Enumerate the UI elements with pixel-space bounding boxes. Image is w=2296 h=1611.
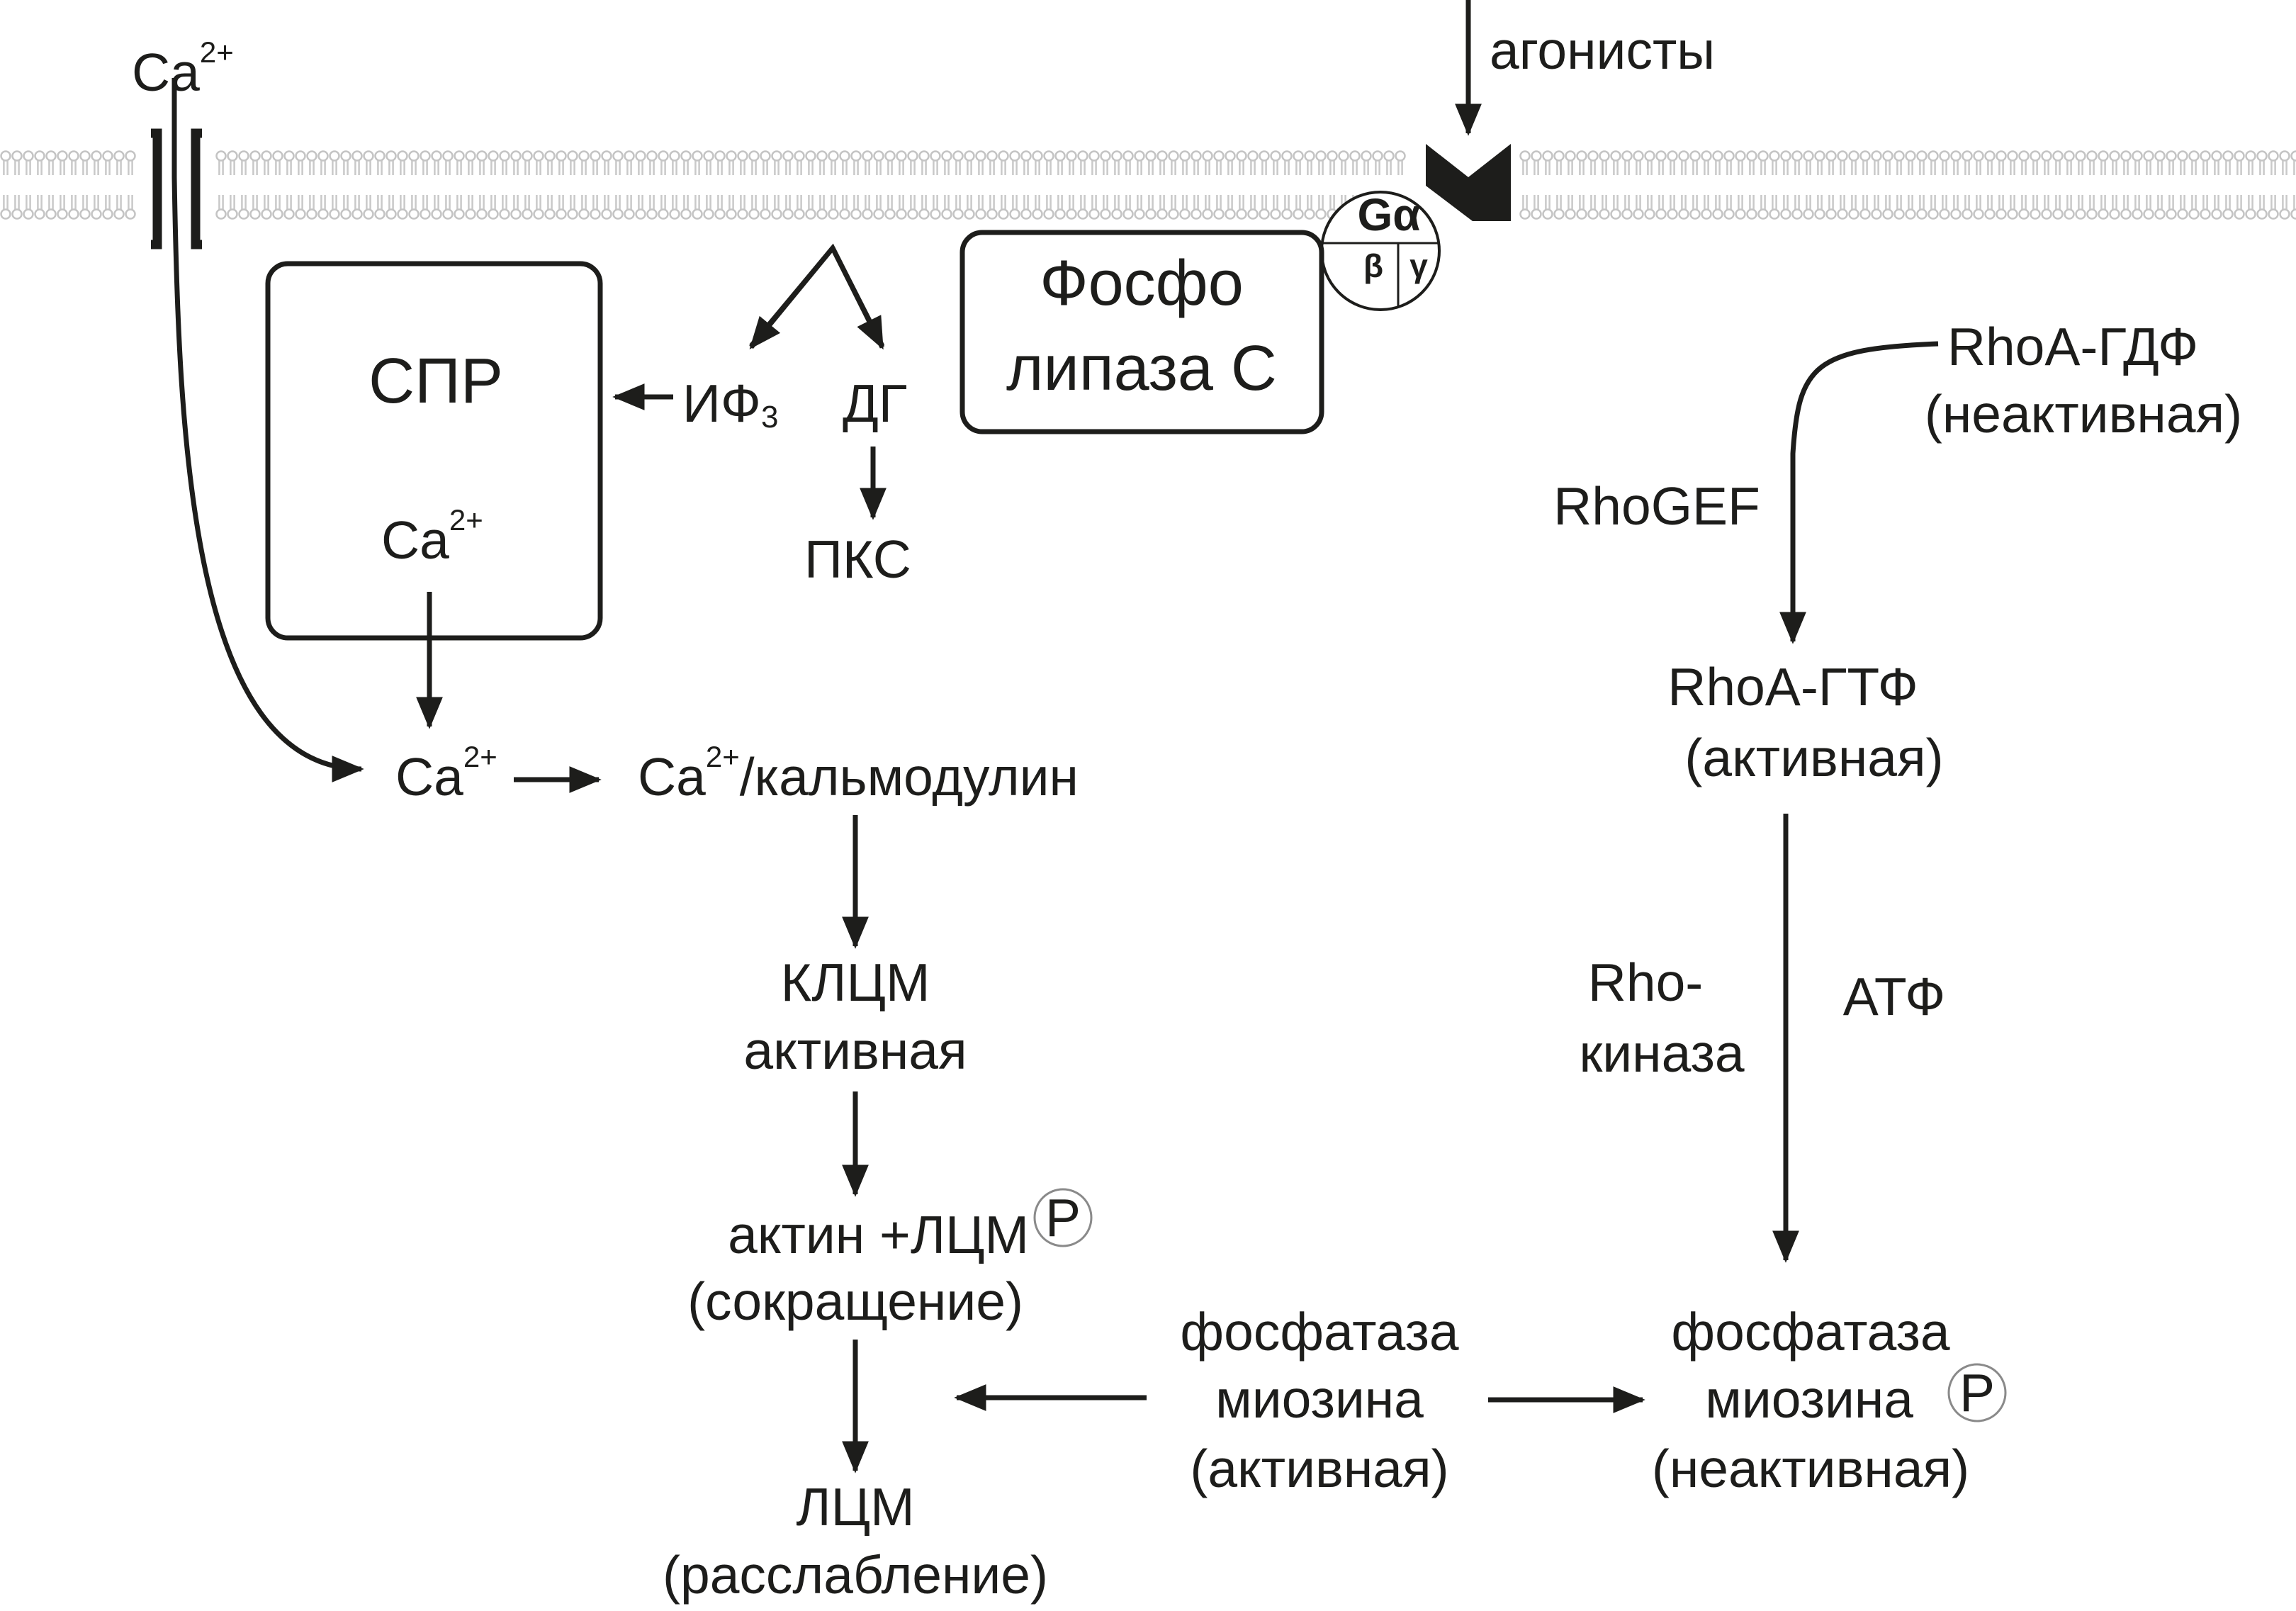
phosphate-phosphatase: P	[1959, 1363, 1995, 1422]
arrow-ca-influx	[171, 78, 364, 782]
actin-line1: актин +ЛЦМ	[728, 1205, 1029, 1264]
calcium-channel	[151, 128, 202, 249]
spr-box	[265, 261, 603, 641]
phosphatase-active-line1: фосфатаза	[1180, 1302, 1458, 1362]
arrow-rhoa-activation	[1779, 341, 1939, 644]
phosphatase-active-line2: миозина	[1215, 1369, 1424, 1429]
phospholipase-line1: Фосфо	[1040, 248, 1244, 319]
rhoa-gdp-line1: RhoA-ГДФ	[1947, 317, 2198, 376]
arrow-split-lines	[749, 243, 885, 348]
phospholipase-box	[960, 230, 1324, 434]
lcm-line1: ЛЦМ	[796, 1477, 914, 1537]
phosphatase-inactive-line2: миозина	[1705, 1369, 1913, 1429]
rhoa-gdp-line2: (неактивная)	[1925, 384, 2242, 444]
phosphatase-active-line3: (активная)	[1190, 1439, 1448, 1498]
actin-line2: (сокращение)	[687, 1272, 1023, 1331]
receptor-shape	[1426, 144, 1511, 221]
phosphatase-inactive-line3: (неактивная)	[1652, 1439, 1969, 1498]
klcm-line2: активная	[743, 1021, 967, 1080]
atp-label: АТФ	[1843, 967, 1946, 1026]
phosphatase-inactive-line1: фосфатаза	[1671, 1302, 1949, 1362]
rhoa-gtp-line1: RhoA-ГТФ	[1667, 657, 1918, 717]
cell-membrane	[0, 150, 2296, 220]
arrows	[171, 0, 1939, 1474]
klcm-line1: КЛЦМ	[781, 953, 930, 1012]
lcm-line2: (расслабление)	[663, 1545, 1048, 1605]
rho-kinase-line2: киназа	[1579, 1023, 1744, 1083]
g-protein: Gα β γ	[1320, 189, 1441, 311]
spr-ca-label: Ca2+	[381, 503, 483, 570]
rhoa-gtp-line2: (активная)	[1684, 728, 1943, 787]
dg-label: ДГ	[843, 374, 907, 433]
spr-title: СПР	[368, 346, 503, 417]
ip3-label: ИФ3	[682, 374, 778, 434]
phosphate-circle-phosphatase	[1947, 1363, 2007, 1422]
arrow-to-dg	[830, 247, 885, 350]
phosphate-circle-actin	[1033, 1188, 1093, 1247]
g-beta-label: β	[1363, 247, 1383, 284]
g-alpha-label: Gα	[1357, 189, 1420, 240]
g-gamma-label: γ	[1409, 247, 1428, 284]
rhogef-label: RhoGEF	[1553, 476, 1760, 536]
arrow-to-ip3	[749, 246, 835, 349]
ca-cytosol-label: Ca2+	[395, 740, 497, 807]
ca-channel-label: Ca2+	[132, 35, 234, 102]
agonists-label: агонисты	[1490, 21, 1715, 80]
phospholipase-line2: липаза С	[1006, 333, 1277, 404]
rho-kinase-line1: Rho-	[1588, 953, 1704, 1012]
ca-calmodulin-label: Ca2+/кальмодулин	[638, 740, 1079, 807]
pkc-label: ПКС	[804, 529, 911, 589]
phosphate-actin: P	[1045, 1188, 1081, 1247]
